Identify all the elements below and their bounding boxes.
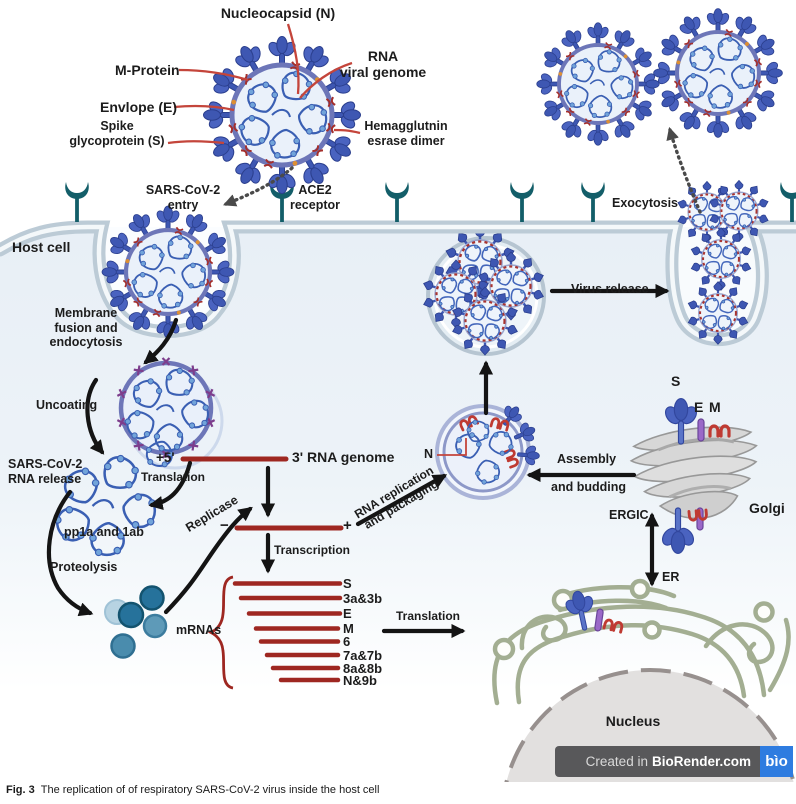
transcription-label: Transcription <box>274 543 351 557</box>
mrnas-label: mRNAs <box>176 623 222 637</box>
m-protein-label: M-Protein <box>115 62 180 78</box>
process-arrows <box>46 283 670 639</box>
er-label: ER <box>662 570 680 584</box>
mrna-item-7a7b: 7a&7b <box>343 647 383 663</box>
envelope-label: Envlope (E) <box>100 99 178 115</box>
mrna-item-8a8b: 8a&8b <box>343 660 383 676</box>
nucleocapsid-label: Nucleocapsid (N) <box>220 5 336 21</box>
mrna-item-n9b: N&9b <box>343 672 377 688</box>
mrna-item-s: S <box>343 576 352 591</box>
three-prime-genome-label: 3' RNA genome <box>292 449 395 465</box>
ergic-label: ERGIC <box>609 508 649 522</box>
mrna-brace <box>207 575 234 690</box>
biorender-logo: bìo <box>760 746 793 777</box>
er-tubules <box>492 578 791 706</box>
proteolysis-label: Proteolysis <box>50 560 118 574</box>
mrna-item-m: M <box>343 621 354 636</box>
virus-release-label: Virus release <box>571 282 649 296</box>
exocytosis-label: Exocytosis <box>612 196 679 210</box>
figure-caption-tag: Fig. 3 <box>6 784 35 796</box>
translation-label-1: Translation <box>141 470 206 484</box>
free-virion-2 <box>654 9 783 138</box>
labeled-virion <box>204 37 361 194</box>
n-protein-label: N <box>424 447 434 461</box>
s-protein-label: S <box>671 373 681 389</box>
diagram-artwork <box>0 0 796 782</box>
translation-label-2: Translation <box>396 609 461 623</box>
free-virion-1 <box>537 23 659 145</box>
cleaved-proteins <box>104 585 168 659</box>
m-protein-golgi-label: M <box>709 399 721 415</box>
five-prime-label: +5' <box>156 450 175 465</box>
mrna-item-e: E <box>343 606 352 621</box>
mrna-item-6: 6 <box>343 634 351 649</box>
created-in-text: Created in <box>585 754 648 769</box>
nucleus-label: Nucleus <box>605 713 661 729</box>
mrna-item-3a3b: 3a&3b <box>343 590 383 606</box>
e-protein-label: E <box>694 399 704 415</box>
biorender-credit-bar: Created in BioRender.com <box>555 746 760 777</box>
pp1a-label: pp1a and 1ab <box>64 525 144 539</box>
assembly-label-1: Assembly <box>557 452 617 466</box>
uncoating-label: Uncoating <box>36 398 98 412</box>
rna-strands <box>180 456 344 683</box>
transport-vesicle <box>422 226 546 355</box>
figure-caption-text: The replication of of respiratory SARS-C… <box>40 784 380 796</box>
packaging-vesicle <box>435 400 541 500</box>
host-cell-label: Host cell <box>12 239 71 255</box>
figure-caption: Fig. 3 The replication of of respiratory … <box>6 784 379 796</box>
leader-lines <box>167 23 467 456</box>
plus-strand-sign: + <box>343 517 352 534</box>
plasma-membrane <box>0 220 796 347</box>
biorender-brand-text: BioRender.com <box>651 754 751 769</box>
golgi-label: Golgi <box>749 500 785 516</box>
dotted-arrows <box>223 126 702 214</box>
minus-strand-sign: − <box>220 517 229 534</box>
assembly-label-2: and budding <box>551 480 626 494</box>
